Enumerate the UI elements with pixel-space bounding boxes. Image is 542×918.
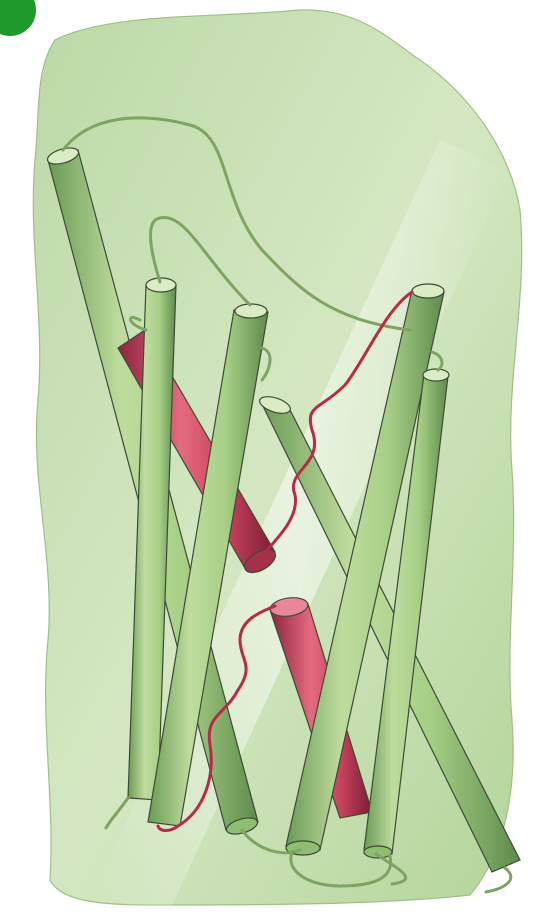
corner-badge-icon — [0, 0, 36, 36]
